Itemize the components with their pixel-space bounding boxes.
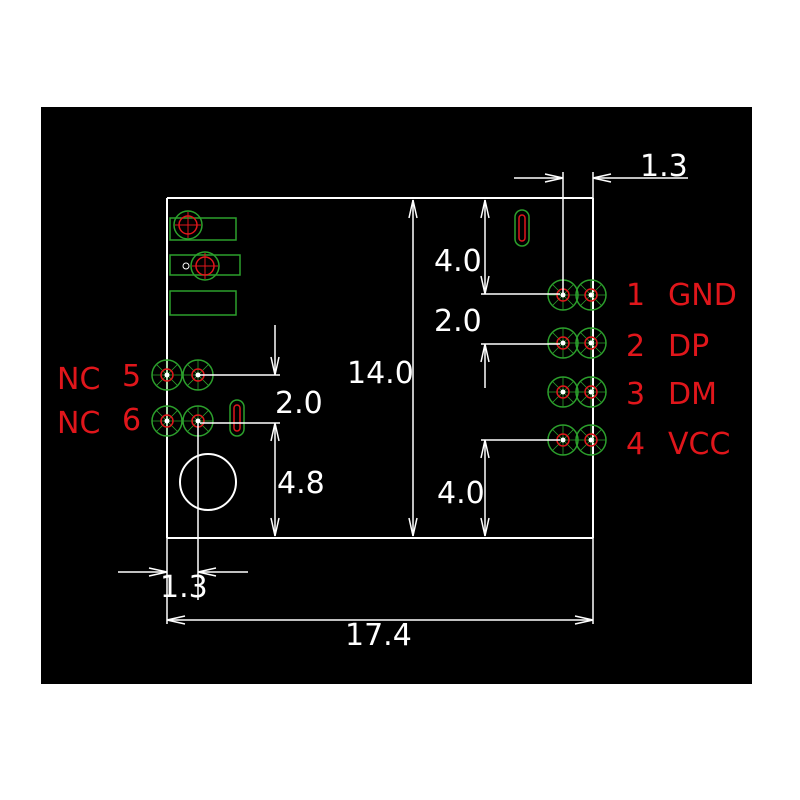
component-pad [169,290,237,316]
dim-right-top-spacing: 4.0 [434,244,482,279]
pin-4-name: VCC [668,427,730,462]
component-pad [169,217,237,241]
pin-2-pad-outer [575,327,607,359]
pin-6-pad-outer [151,405,183,437]
pad [173,210,203,240]
dim-left-pin-spacing: 2.0 [275,386,323,421]
top-left-component [169,210,241,316]
drawing-panel [41,107,752,684]
dim-bottom-pitch: 1.3 [160,570,208,605]
pin-4-number: 4 [626,427,645,462]
pin-2-name: DP [668,329,709,364]
dimension-lines [118,172,688,625]
dim-width: 17.4 [345,618,412,653]
pin-5-number: 5 [122,359,141,394]
pin-3-number: 3 [626,377,645,412]
pin-1-name: GND [668,278,737,313]
pin-6-number: 6 [122,403,141,438]
slot-left [229,399,245,437]
pin-3-pad [547,376,579,408]
pin-1-pad-outer [575,279,607,311]
slot-top-right [514,209,530,247]
right-pin-labels: 1 GND 2 DP 3 DM 4 VCC [626,278,737,462]
pad [182,251,220,281]
pin-5-name: NC [57,362,100,397]
pin-3-pad-outer [575,376,607,408]
pin-2-pad [547,327,579,359]
dim-top-pitch: 1.3 [640,149,688,184]
pin-3-name: DM [668,377,717,412]
left-pin-labels: NC 5 NC 6 [57,359,141,441]
pin-6-name: NC [57,406,100,441]
mounting-hole [179,453,237,511]
pin-4-pad-outer [575,424,607,456]
dim-height: 14.0 [347,356,414,391]
pin-5-pad-outer [151,359,183,391]
dim-left-bottom-spacing: 4.8 [277,466,325,501]
pin-5-pad [182,359,214,391]
dim-right-bottom-spacing: 4.0 [437,476,485,511]
pin-pads [151,279,607,456]
pin-1-number: 1 [626,278,645,313]
dim-right-pin-spacing: 2.0 [434,304,482,339]
pin-2-number: 2 [626,329,645,364]
